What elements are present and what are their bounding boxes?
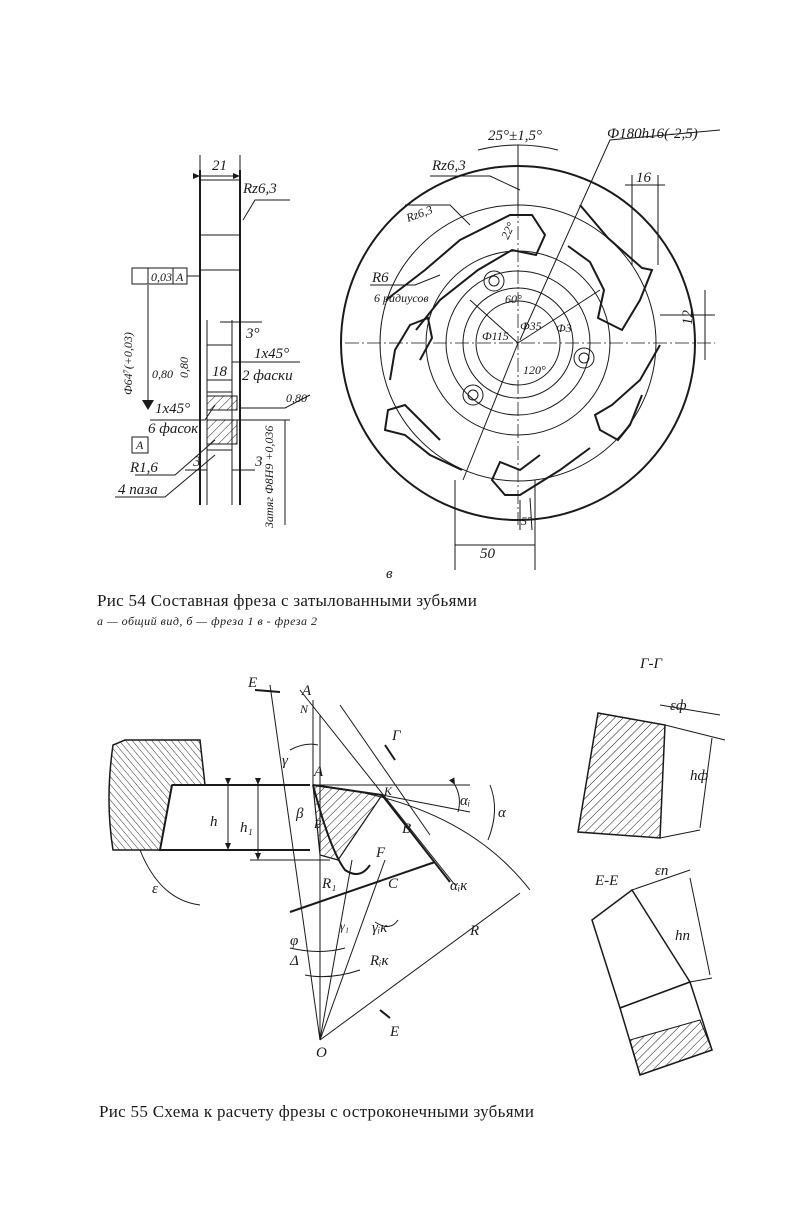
dim-3a: 3 xyxy=(192,454,201,470)
roughness-top: Rz6,3 xyxy=(242,181,277,197)
label-R: R xyxy=(469,923,479,939)
chamfer-1-note: 2 фаски xyxy=(242,368,293,384)
label-E-point: Е xyxy=(313,817,322,831)
label-A-top: А xyxy=(301,683,312,699)
chamfer-2-note: 6 фасок xyxy=(148,421,199,437)
label-alpha: α xyxy=(498,805,507,821)
label-delta: Δ xyxy=(289,953,299,969)
section-ee-title: Е-Е xyxy=(594,873,618,889)
label-R1: R₁ xyxy=(321,876,336,892)
label-F: F xyxy=(375,845,386,861)
label-h1: h₁ xyxy=(240,820,253,836)
roughness-front-b: Rz6,3 xyxy=(403,202,434,225)
angle-25: 25°±1,5° xyxy=(488,128,542,144)
dim-21: 21 xyxy=(212,158,227,174)
r6-label: R6 xyxy=(371,270,389,286)
angle-60: 60° xyxy=(505,292,522,306)
label-E-bottom: Е xyxy=(389,1024,399,1040)
dia-inner-b: Ф35 xyxy=(520,319,542,333)
r080-c: 0,80 xyxy=(286,391,307,405)
fig54-side-view xyxy=(115,155,311,525)
label-K: K xyxy=(383,784,393,798)
label-beta: β xyxy=(295,806,304,822)
fig54-front-view xyxy=(340,129,721,570)
label-G: Г xyxy=(391,728,402,744)
label-B: В xyxy=(402,821,411,837)
roughness-r16: R1,6 xyxy=(129,460,158,476)
label-Rik: Rᵢк xyxy=(369,953,390,969)
dim-16: 16 xyxy=(636,170,652,186)
tolerance-datum: A xyxy=(175,270,184,284)
dim-18: 18 xyxy=(212,364,228,380)
tolerance-value: 0,03 xyxy=(151,270,172,284)
dim-3b: 3 xyxy=(254,454,263,470)
dim-12: 12 xyxy=(680,310,696,326)
label-gamma: γ xyxy=(282,753,289,769)
label-eps-p: εп xyxy=(655,863,668,879)
dim-50: 50 xyxy=(480,546,496,562)
r080-a: 0,80 xyxy=(177,357,191,378)
label-O: О xyxy=(316,1045,327,1061)
angle-120: 120° xyxy=(523,363,546,377)
label-A: А xyxy=(313,764,324,780)
label-h: h xyxy=(210,814,218,830)
section-gg-title: Г-Г xyxy=(639,656,664,672)
label-alpha-ik: αᵢк xyxy=(450,878,468,894)
label-N: N xyxy=(299,702,309,716)
figure-55-caption: Рис 55 Схема к расчету фрезы с остроконе… xyxy=(99,1102,535,1121)
section-gg xyxy=(577,704,726,839)
bore-note: Затяг Ф8H9 +0,036 xyxy=(262,426,276,528)
label-E-top: Е xyxy=(247,675,257,691)
chamfer-1: 1х45° xyxy=(254,346,289,362)
label-C: С xyxy=(388,876,399,892)
r080-b: 0,80 xyxy=(152,367,173,381)
label-gamma-ik: γᵢк xyxy=(372,920,388,936)
part-label-v: в xyxy=(386,566,393,582)
label-phi: φ xyxy=(290,933,298,949)
diameter-left: Ф64⁷(+0,03) xyxy=(121,332,135,395)
angle-22: 22° xyxy=(498,220,518,241)
diameter-outer: Ф180h16(-2,5) xyxy=(607,126,698,142)
angle-3: 3° xyxy=(245,326,260,342)
dia-inner-a: Ф115 xyxy=(482,329,509,343)
roughness-front-a: Rz6,3 xyxy=(431,158,466,174)
label-h-p: hп xyxy=(675,928,690,944)
figure-54-caption: Рис 54 Составная фреза с затылованными з… xyxy=(97,591,478,610)
label-alpha-i: αᵢ xyxy=(460,793,470,809)
grooves-note: 4 паза xyxy=(118,482,158,498)
datum-box-a: A xyxy=(135,438,144,452)
fig55-scheme xyxy=(108,684,531,1041)
radius-note: 6 радиусов xyxy=(374,291,429,305)
dia-inner-c: Ф3 xyxy=(556,321,572,335)
label-eps-f: εф xyxy=(670,698,687,714)
label-epsilon: ε xyxy=(152,881,158,897)
label-h-f: hф xyxy=(690,768,709,784)
label-gamma1: γ₁ xyxy=(340,919,349,933)
figure-54-subcaption: а — общий вид, б — фреза 1 в - фреза 2 xyxy=(97,614,318,628)
section-ee xyxy=(591,869,713,1076)
dim-5: 5° xyxy=(521,514,532,528)
chamfer-2: 1х45° xyxy=(155,401,190,417)
